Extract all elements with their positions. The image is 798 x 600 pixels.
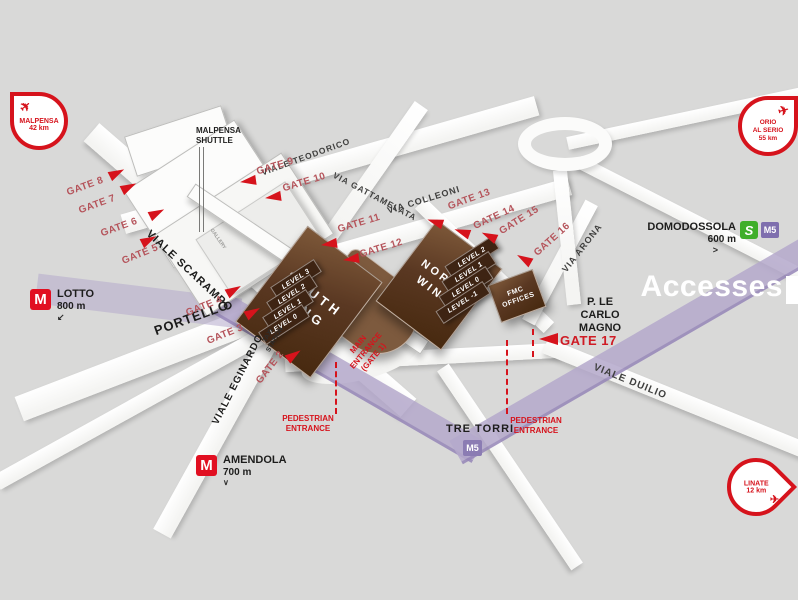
accesses-title-block xyxy=(786,276,798,304)
lotto-metro-icon: M xyxy=(30,289,51,310)
tre-torri-m5-icon: M5 xyxy=(463,440,482,456)
gate-16-arrow-icon xyxy=(514,250,534,268)
linate-airport-distance: 12 km xyxy=(746,486,766,494)
domodossola-distance: 600 m xyxy=(707,233,736,245)
amendola-metro-icon: M xyxy=(196,455,217,476)
gate-17-arrow-icon xyxy=(539,333,558,345)
domodossola-name: DOMODOSSOLA xyxy=(647,221,736,233)
orio-airport-badge: ✈ ORIO AL SERIO 55 km xyxy=(738,96,798,156)
gate-7-label: GATE 7 xyxy=(77,192,118,217)
linate-airport-badge: LINATE 12 km ✈ xyxy=(714,445,798,529)
gate-8-arrow-icon xyxy=(107,164,127,182)
pedestrian-west-dashed-line xyxy=(335,362,337,414)
gate-8-label: GATE 8 xyxy=(65,174,106,199)
malpensa-shuttle-pointer-line-1 xyxy=(199,147,200,232)
fmc-offices-label: FMC OFFICES xyxy=(501,285,536,310)
pedestrian-east-dashed-line xyxy=(506,340,508,414)
orio-airport-distance: 55 km xyxy=(758,134,778,142)
linate-airport-name: LINATE xyxy=(743,479,769,487)
tre-torri-name: TRE TORRI xyxy=(446,423,515,435)
gate-5-label: GATE 5 xyxy=(120,242,161,267)
lotto-direction-arrow: ↙ xyxy=(57,312,65,323)
amendola-direction-arrow: ∨ xyxy=(223,478,229,488)
airplane-icon: ✈ xyxy=(769,493,779,506)
domodossola-m5-icon: M5 xyxy=(761,222,779,238)
orio-airport-name: ORIO AL SERIO xyxy=(752,119,784,134)
accesses-title: Accesses xyxy=(640,270,783,303)
amendola-station: AMENDOLA 700 m ∨ xyxy=(223,454,287,487)
domodossola-station: DOMODOSSOLA 600 m > xyxy=(608,221,736,255)
airplane-icon: ✈ xyxy=(16,97,35,116)
label-carlo-magno: P. LE CARLO MAGNO xyxy=(578,296,622,335)
airplane-icon: ✈ xyxy=(776,101,791,120)
road-viale-duilio xyxy=(542,338,798,458)
pedestrian-east-label: PEDESTRIAN ENTRANCE xyxy=(510,416,562,435)
gate-6-label: GATE 6 xyxy=(99,215,140,240)
amendola-distance: 700 m xyxy=(223,466,252,478)
domodossola-direction-arrow: > xyxy=(712,245,718,256)
gate-17-label: GATE 17 xyxy=(560,333,617,348)
malpensa-airport-distance: 42 km xyxy=(29,125,49,132)
lotto-distance: 800 m xyxy=(57,300,86,312)
lotto-name: LOTTO xyxy=(57,288,95,300)
gate-17-dashed-line xyxy=(532,329,534,357)
amendola-name: AMENDOLA xyxy=(223,454,287,466)
malpensa-shuttle-pointer-line-2 xyxy=(203,147,204,232)
roundabout xyxy=(518,117,612,171)
pedestrian-west-label: PEDESTRIAN ENTRANCE xyxy=(282,414,334,433)
malpensa-airport-name: MALPENSA xyxy=(19,118,59,125)
malpensa-airport-badge: ✈ MALPENSA 42 km xyxy=(10,92,68,150)
lotto-station: LOTTO 800 m ↙ xyxy=(57,288,94,322)
malpensa-shuttle-label: MALPENSA SHUTTLE xyxy=(196,126,241,145)
domodossola-s-line-icon: S xyxy=(740,221,758,239)
